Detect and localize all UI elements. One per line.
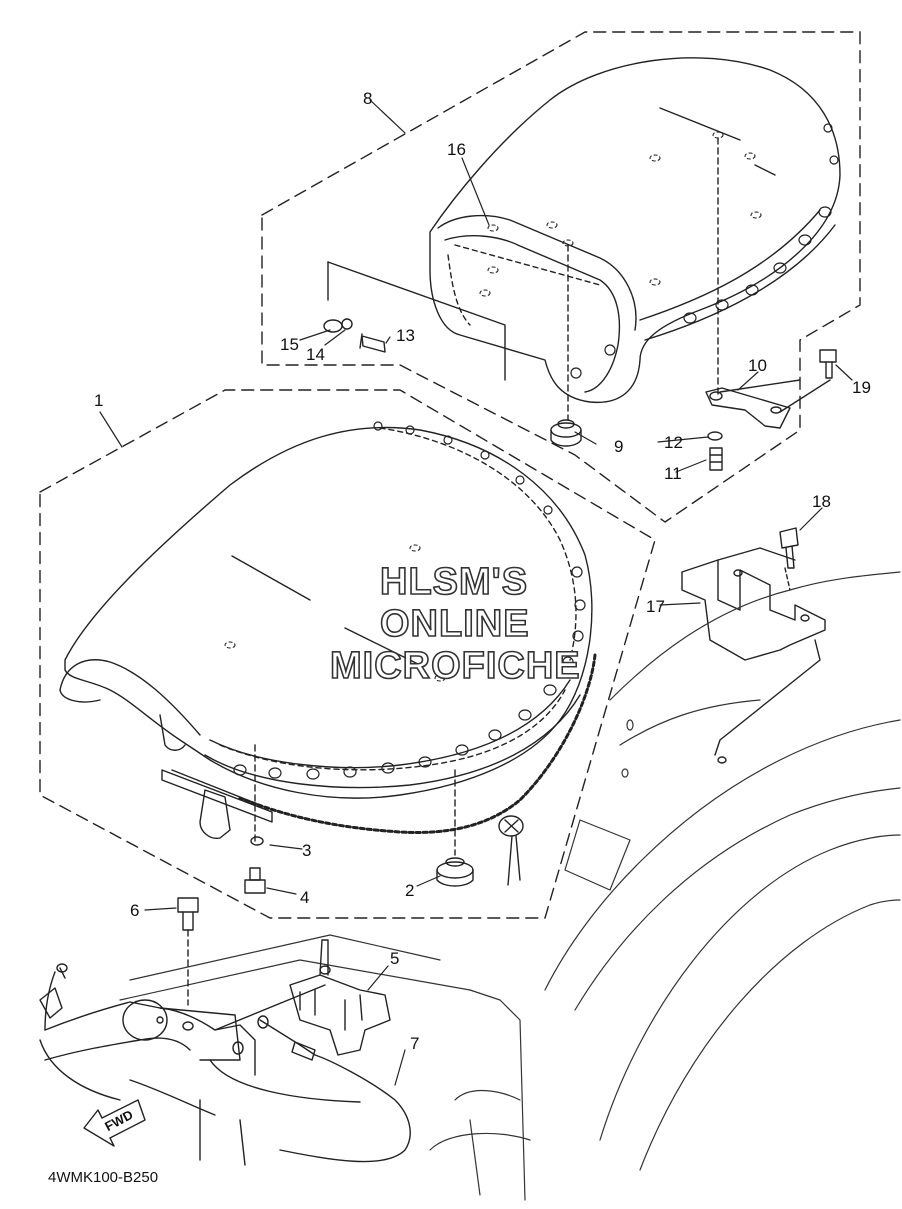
callout-5: 5 (390, 949, 400, 968)
callout-9: 9 (614, 437, 624, 456)
plate-3 (161, 769, 273, 846)
callout-10: 10 (748, 356, 767, 375)
callout-11: 11 (664, 464, 682, 483)
callout-14: 14 (306, 345, 325, 364)
bracket-17 (681, 547, 826, 764)
callout-16: 16 (447, 140, 466, 159)
bolt-18 (779, 527, 799, 591)
bracket-10 (705, 379, 831, 429)
fwd-arrow (83, 1099, 146, 1147)
grommet-9 (550, 419, 582, 447)
callout-15: 15 (280, 335, 299, 354)
rear-seat-bolt-group (323, 261, 506, 381)
drawing-code: 4WMK100-B250 (48, 1169, 159, 1186)
watermark-line-1: HLSM'S (379, 561, 529, 603)
washer-12 (707, 431, 723, 441)
callout-4: 4 (300, 888, 310, 907)
callout-6: 6 (130, 901, 140, 920)
bolt-19 (819, 349, 837, 379)
group-boundary-front-seat (39, 389, 656, 919)
rear-seat-drawing (429, 57, 841, 421)
frame-tube (44, 999, 361, 1166)
group-boundary-rear-seat (261, 31, 861, 523)
watermark-line-3: MICROFICHE (329, 645, 581, 687)
watermark-line-2: ONLINE (379, 603, 530, 645)
front-seat-drawing (59, 421, 593, 856)
seat-lock-5 (214, 939, 391, 1056)
bolt-4 (244, 867, 266, 894)
frame-and-fender (119, 571, 901, 1201)
callout-1: 1 (94, 391, 104, 410)
callout-leaders (99, 99, 853, 1086)
callout-2: 2 (405, 881, 415, 900)
callout-13: 13 (396, 326, 415, 345)
callout-12: 12 (664, 433, 683, 452)
callout-8: 8 (363, 89, 373, 108)
strap-buckle (498, 815, 524, 886)
seat-strap (238, 653, 597, 834)
bolt-6 (177, 897, 199, 1006)
seat-lock-cable-7 (39, 963, 411, 1163)
callout-3: 3 (302, 841, 312, 860)
grommet-2 (436, 857, 474, 887)
callout-17: 17 (646, 597, 665, 616)
callout-18: 18 (812, 492, 831, 511)
callout-7: 7 (410, 1034, 420, 1053)
callout-19: 19 (852, 378, 871, 397)
bolt-11 (709, 447, 723, 471)
